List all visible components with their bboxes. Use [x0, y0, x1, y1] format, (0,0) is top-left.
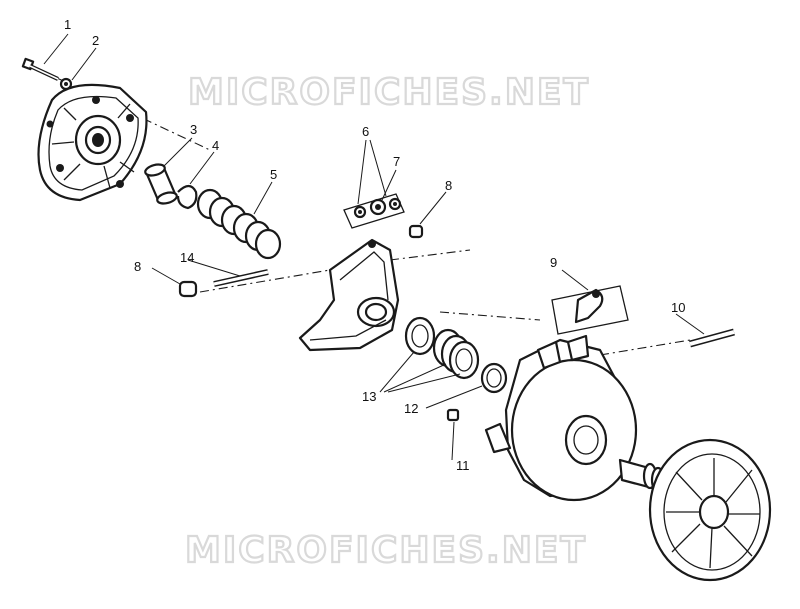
callout-5: 5: [270, 167, 277, 182]
callout-8-lower: 8: [134, 259, 141, 274]
part-shaft-pin: [689, 328, 735, 348]
watermark-bottom: MICROFICHES.NET: [185, 530, 587, 571]
callout-4: 4: [212, 138, 219, 153]
callout-11: 11: [456, 458, 470, 473]
callout-1: 1: [64, 17, 71, 32]
part-nut-small: [446, 408, 460, 422]
callout-2: 2: [92, 33, 99, 48]
part-retaining-ring: [176, 184, 198, 210]
part-cap-upper: [408, 224, 424, 239]
part-cover-plate: [37, 83, 148, 202]
callout-8-upper: 8: [445, 178, 452, 193]
callout-10: 10: [671, 300, 685, 315]
assembly-centerline: [39, 69, 691, 391]
callout-13: 13: [362, 389, 376, 404]
part-pin: [213, 269, 269, 287]
leader-lines: [43, 33, 705, 461]
watermark-top: MICROFICHES.NET: [188, 72, 590, 113]
part-fixed-sheave: [618, 438, 772, 582]
part-nut-washer-set: [343, 193, 405, 229]
callout-3: 3: [190, 122, 197, 137]
part-spider-arm: [298, 238, 400, 352]
callout-6: 6: [362, 124, 369, 139]
part-cap-lower: [178, 280, 198, 298]
callout-14: 14: [180, 250, 194, 265]
callout-labels: 1 2 3 4 5 6 7 8 8 9 10 11 12 13 14: [64, 17, 685, 473]
part-bolt: [21, 57, 59, 81]
part-moveable-sheave: [484, 334, 638, 502]
part-lever-weight: [551, 285, 629, 335]
callout-12: 12: [404, 401, 418, 416]
part-spring: [196, 188, 282, 260]
callout-7: 7: [393, 154, 400, 169]
part-bearing-set: [404, 316, 480, 380]
part-bushing: [144, 163, 178, 205]
part-ring: [480, 362, 508, 394]
callout-9: 9: [550, 255, 557, 270]
